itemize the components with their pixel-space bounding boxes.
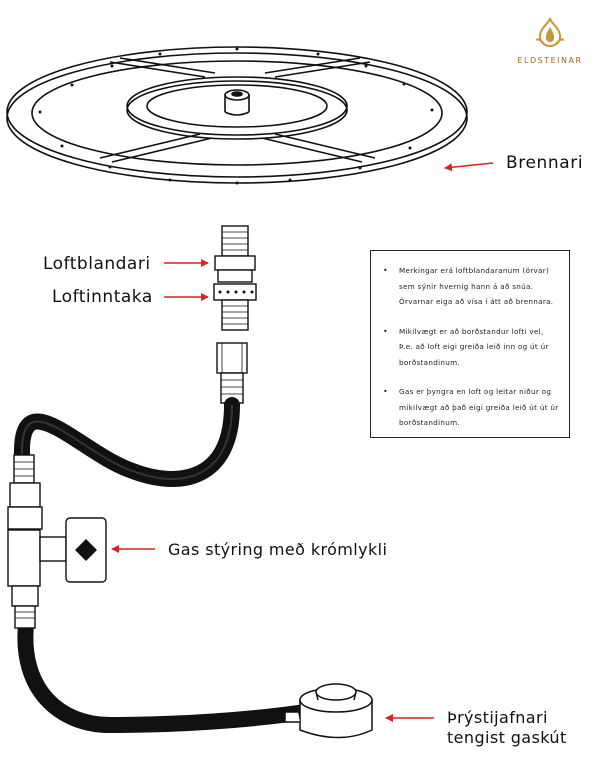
- gas-control-valve: [7, 454, 107, 629]
- label-arrows: [111, 162, 494, 722]
- note-item: Merkingar erá loftblandaranum (örvar) se…: [379, 263, 559, 310]
- air-intake-holes: [218, 290, 254, 294]
- notes-list: Merkingar erá loftblandaranum (örvar) se…: [379, 263, 559, 431]
- pressure-regulator: [284, 683, 373, 739]
- label-burner: Brennari: [506, 153, 584, 173]
- hose-fitting-top: [216, 342, 248, 404]
- label-air-intake: Loftinntaka: [52, 287, 153, 307]
- label-air-mixer: Loftblandari: [43, 254, 151, 274]
- label-gas-control: Gas stýring með krómlykli: [168, 540, 388, 559]
- logo-text: ELDSTEINAR: [517, 56, 583, 65]
- air-mixer: [213, 225, 257, 331]
- note-item: Gas er þyngra en loft og leitar niður og…: [379, 384, 559, 431]
- label-regulator-line2: tengist gaskút: [447, 728, 567, 747]
- arrow-brennari: [444, 162, 494, 172]
- notes-box: Merkingar erá loftblandaranum (örvar) se…: [370, 250, 570, 438]
- flame-logo-icon: [535, 16, 565, 48]
- burner-holes: [38, 47, 434, 185]
- gas-hose-lower: [17, 617, 313, 734]
- note-item: Mikilvægt er að borðstandur lofti vel, Þ…: [379, 324, 559, 371]
- burner-ring: [6, 46, 468, 184]
- label-regulator-line1: Þrýstijafnari: [447, 708, 548, 727]
- gas-hose: [13, 397, 240, 487]
- label-regulator: Þrýstijafnari tengist gaskút: [447, 708, 567, 748]
- brand-logo: ELDSTEINAR: [510, 16, 590, 65]
